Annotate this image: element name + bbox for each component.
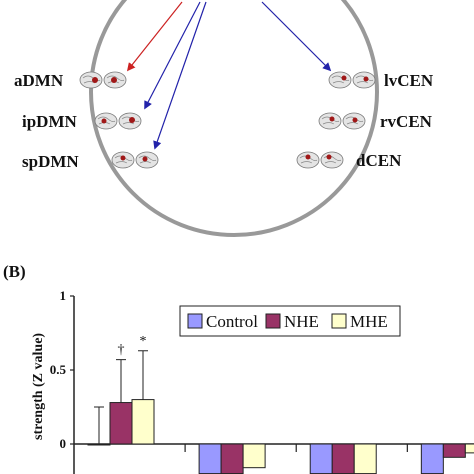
network-label-spdmn: spDMN	[22, 152, 79, 171]
bar-mhe-2	[353, 443, 377, 474]
network-label-rvcen: rvCEN	[380, 112, 433, 131]
brain-icon	[328, 71, 376, 89]
y-tick-label: 0	[60, 436, 67, 451]
network-label-dcen: dCEN	[356, 151, 402, 170]
bar-nhe-1	[220, 443, 244, 474]
connection-arrow-spdmn	[153, 1, 207, 150]
bar-mhe-3	[464, 443, 474, 454]
y-tick-label: 1	[60, 288, 67, 303]
bar-nhe-3	[442, 443, 466, 458]
bar-nhe-2	[331, 443, 355, 474]
significance-marker: †	[118, 343, 125, 358]
brain-icon	[94, 112, 142, 130]
network-label-ipdmn: ipDMN	[22, 112, 78, 131]
y-tick-label: 0.5	[50, 362, 67, 377]
bar-control-0	[87, 443, 111, 446]
legend-label-nhe: NHE	[284, 312, 319, 331]
legend-swatch-control	[187, 313, 203, 329]
bar-nhe-0	[109, 402, 133, 445]
connection-arrow-lvcen	[261, 1, 332, 72]
network-label-lvcen: lvCEN	[384, 71, 434, 90]
panel-b-label: (B)	[3, 262, 26, 281]
network-diagram: aDMN ipDMN spDMN lvCEN rvCEN	[14, 0, 434, 237]
significance-marker: *	[140, 334, 147, 349]
connection-arrow-admn	[126, 1, 183, 72]
network-ring	[89, 0, 379, 237]
brain-icon	[318, 112, 366, 130]
bar-chart: 1 0.5 0 strength (Z value) † * Control NHE MHE	[31, 288, 474, 474]
bar-control-2	[309, 443, 333, 474]
bar-control-1	[198, 443, 222, 474]
brain-icon	[79, 71, 127, 89]
y-axis-label: strength (Z value)	[31, 333, 46, 440]
brain-icon	[111, 151, 159, 169]
bar-mhe-1	[242, 443, 266, 469]
connection-arrow-ipdmn	[144, 1, 201, 110]
bar-mhe-0	[131, 399, 155, 445]
legend-swatch-mhe	[331, 313, 347, 329]
legend-swatch-nhe	[265, 313, 281, 329]
bar-control-3	[420, 443, 444, 474]
brain-icon	[296, 151, 344, 169]
legend-label-mhe: MHE	[350, 312, 388, 331]
legend-label-control: Control	[206, 312, 258, 331]
network-label-adMN: aDMN	[14, 71, 64, 90]
legend-box	[179, 305, 401, 337]
